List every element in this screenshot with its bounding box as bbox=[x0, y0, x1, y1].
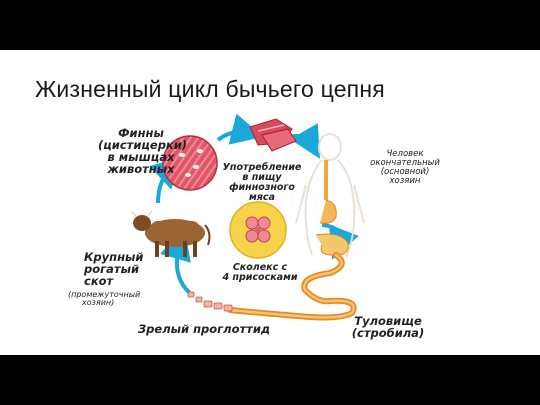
top-letterbox-bar bbox=[0, 0, 540, 50]
label-human-definitive-host: Человек окончательный (основной) хозяин bbox=[370, 149, 440, 186]
tapeworm-strobila-illustration bbox=[227, 252, 357, 321]
life-cycle-diagram: Финны (цистицерки) в мышцах животных Упо… bbox=[0, 105, 540, 355]
muscle-with-finns-illustration bbox=[162, 135, 218, 191]
label-cattle: Крупный рогатый скот bbox=[84, 250, 144, 289]
scolex-illustration bbox=[229, 201, 287, 259]
label-strobila: Туловище (стробила) bbox=[351, 314, 425, 341]
cow-illustration bbox=[130, 210, 211, 257]
bottom-letterbox-bar bbox=[0, 355, 540, 405]
label-intermediate-host: (промежуточный хозяин) bbox=[68, 290, 141, 308]
label-finns: Финны (цистицерки) в мышцах животных bbox=[98, 126, 188, 177]
diagram-illustration bbox=[130, 113, 365, 321]
slide-title: Жизненный цикл бычьего цепня bbox=[35, 76, 385, 102]
label-eating-infected-meat: Употребление в пищу финнозного мяса bbox=[222, 162, 302, 203]
digestive-tract-illustration bbox=[315, 160, 349, 256]
mature-proglottids-illustration bbox=[187, 291, 233, 312]
raw-meat-illustration bbox=[249, 118, 297, 152]
arrow-finns-to-meat bbox=[216, 113, 264, 145]
label-scolex: Сколекс с 4 присосками bbox=[222, 262, 298, 283]
label-mature-proglottid: Зрелый проглоттид bbox=[138, 322, 271, 336]
human-body-illustration bbox=[295, 133, 365, 258]
